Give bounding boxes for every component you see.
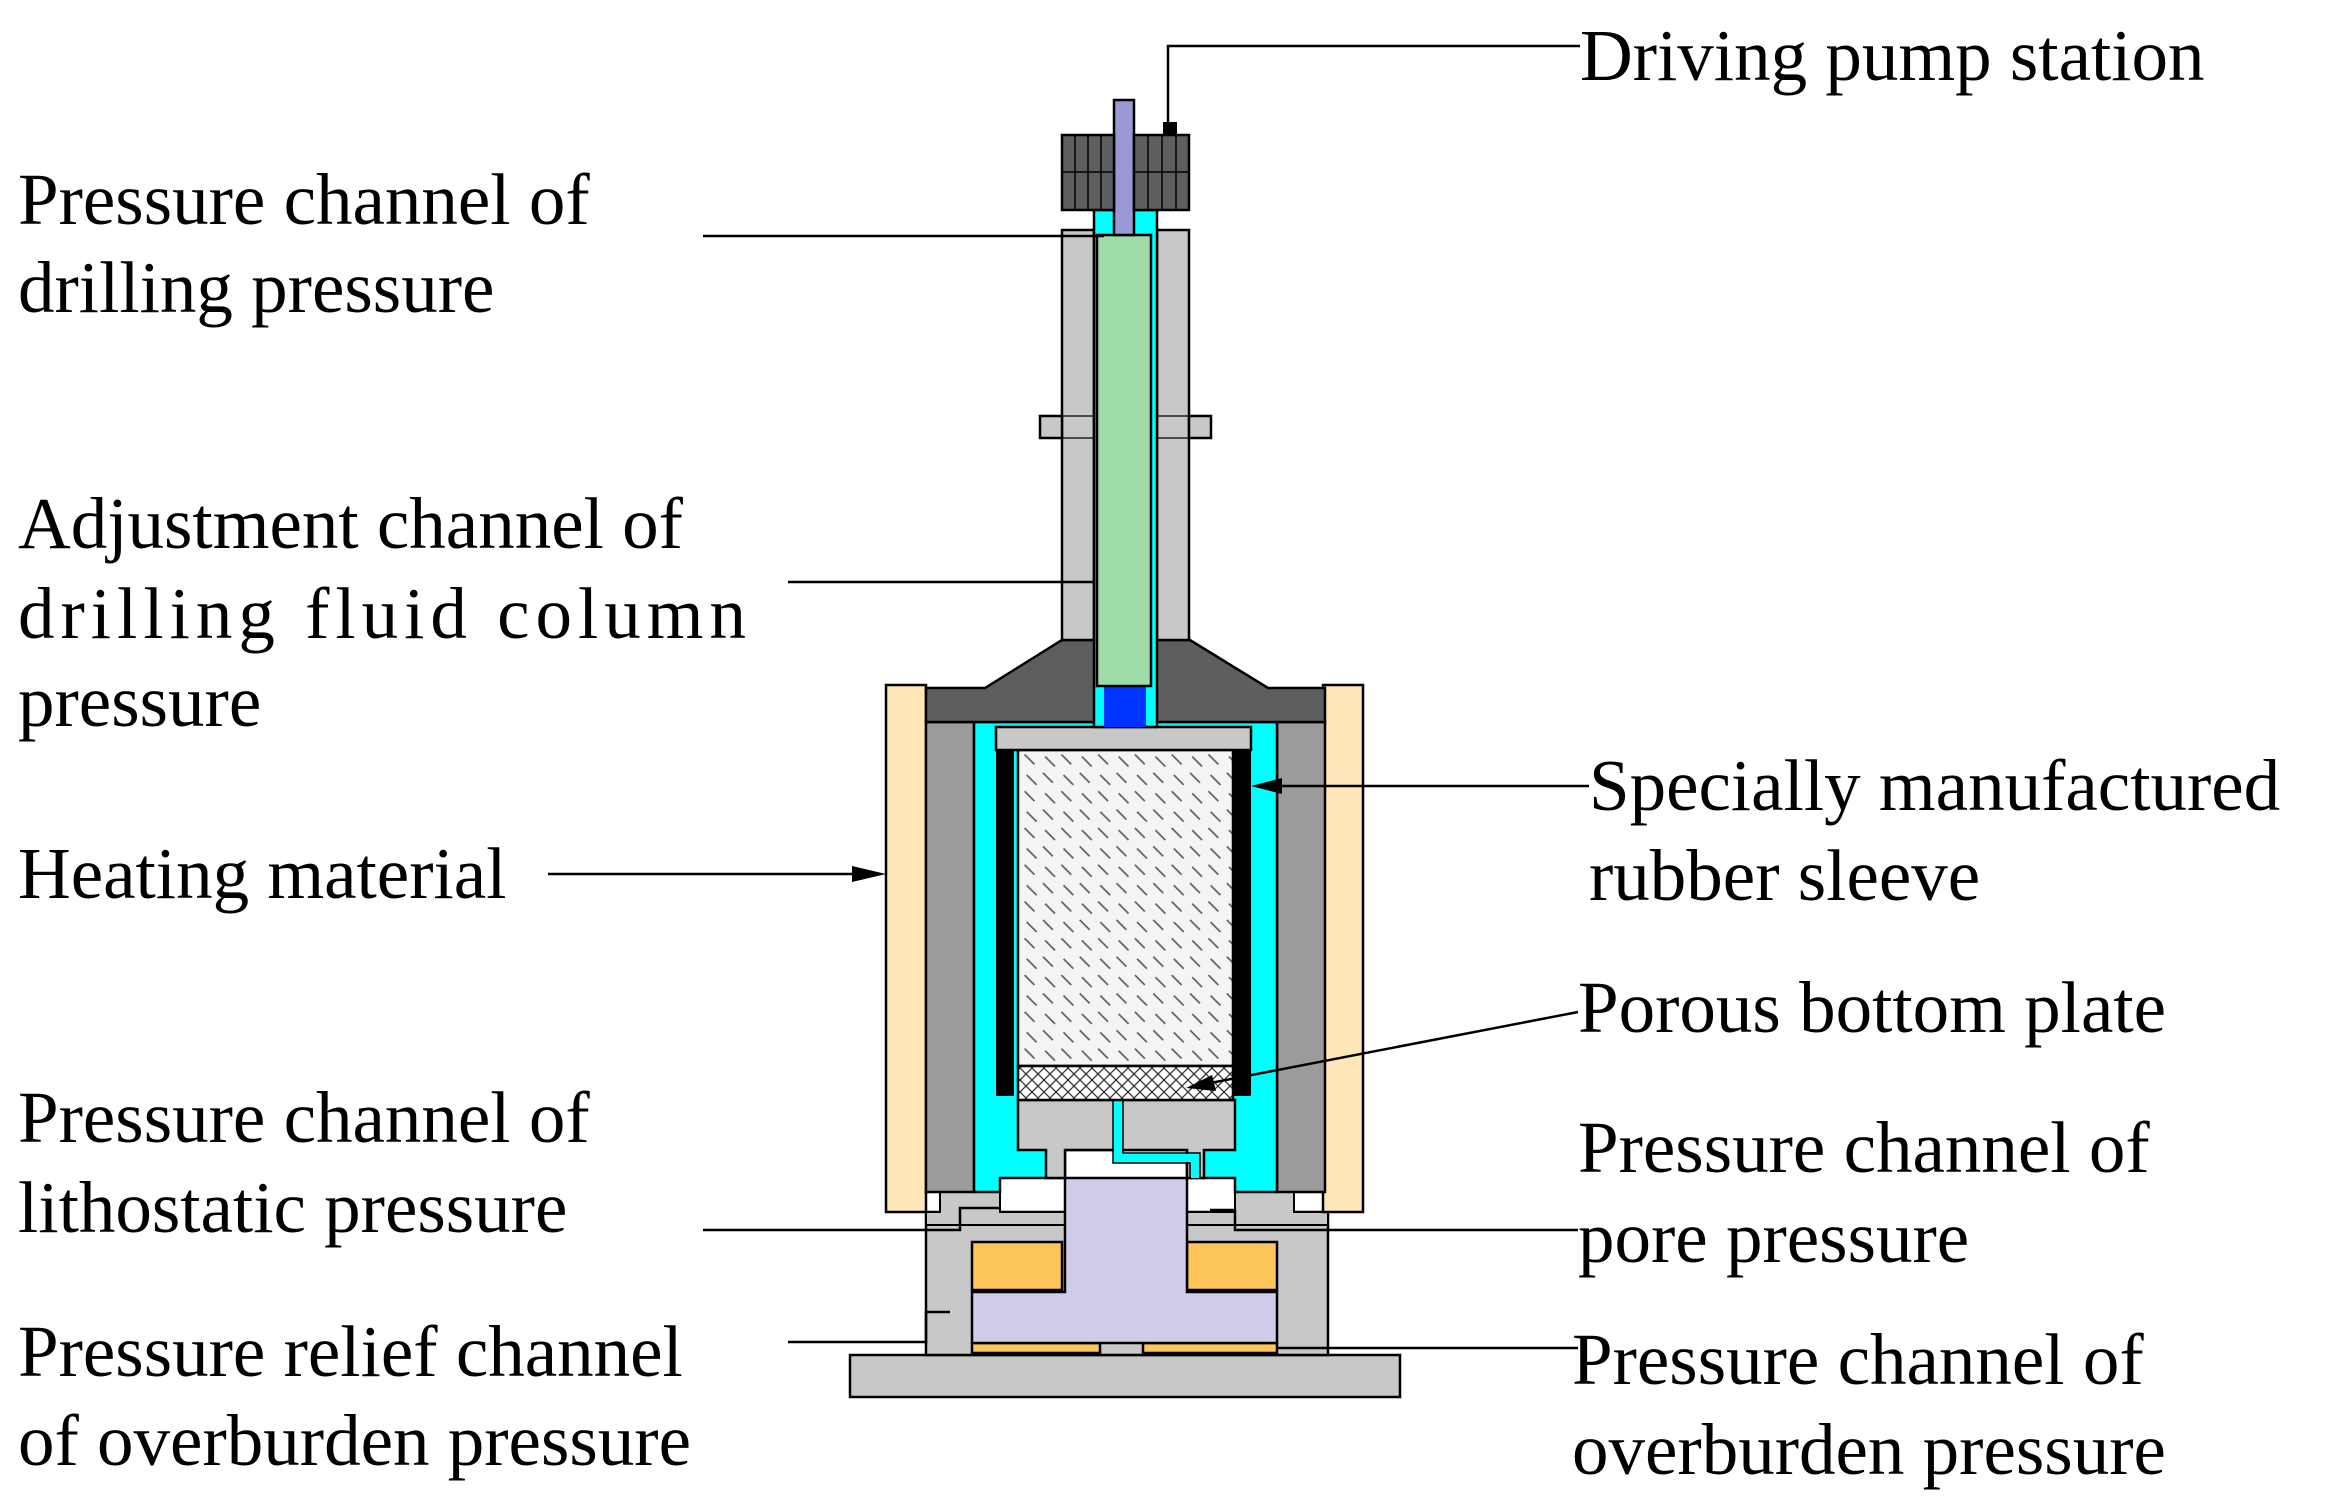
arrow-rubber-sleeve [1251,778,1282,794]
label-drilling-pressure-line1: Pressure channel of [18,159,590,240]
base-plate [848,1353,1402,1399]
heating-material-right [1321,683,1365,1214]
label-fluid-column-line2: drilling fluid column [18,573,746,654]
label-porous-bottom-plate: Porous bottom plate [1578,967,2166,1048]
label-lithostatic-line1: Pressure channel of [18,1077,590,1158]
label-lithostatic-line2: lithostatic pressure [18,1167,567,1248]
label-rubber-sleeve-line1: Specially manufactured [1589,745,2280,826]
pore-channel-edge [1112,1100,1191,1178]
pore-channel [1114,1100,1199,1178]
label-fluid-column-line3: pressure [18,661,261,742]
leader-pore-pressure [1210,1208,1578,1232]
label-overburden-pressure-line1: Pressure channel of [1572,1319,2144,1400]
rubber-sleeve-right [1233,750,1251,1096]
heating-material-left [884,683,928,1214]
label-pore-pressure-line1: Pressure channel of [1578,1107,2150,1188]
label-driving-pump-station: Driving pump station [1580,15,2205,96]
leader-porous-plate [1199,1010,1579,1087]
column-lug-right [1187,414,1213,440]
bottom-pedestal [1016,1098,1237,1180]
vessel-wall-left [924,720,976,1194]
leader-overburden-relief [788,1310,950,1344]
label-overburden-pressure-line2: overburden pressure [1572,1409,2166,1490]
leader-lithostatic [703,1206,1000,1232]
upper-column-right [1155,228,1191,642]
pump-port [1163,122,1177,135]
column-lug-left [1038,414,1064,440]
lower-gold-plate-right [1141,1341,1279,1355]
pore-channel-edge-2 [1122,1100,1201,1178]
upper-gold-plate-left [970,1240,1064,1292]
top-nut-left [1060,133,1116,212]
lower-gold-plate-left [970,1341,1102,1355]
rock-sample [1016,748,1235,1068]
upper-gold-plate-right [1185,1240,1279,1292]
drilling-piston [1095,233,1153,688]
label-drilling-pressure-line2: drilling pressure [18,247,494,328]
label-fluid-column-line1: Adjustment channel of [18,483,684,564]
rubber-sleeve-left [996,750,1014,1096]
fluid-passage [1104,686,1146,727]
arrow-porous-plate [1186,1075,1216,1091]
label-pore-pressure-line2: pore pressure [1578,1197,1969,1278]
upper-column-left [1060,228,1096,642]
label-heating-material: Heating material [18,833,506,914]
bottom-insert [970,1176,1279,1345]
piston-rod [1112,98,1136,237]
arrow-heating-material [852,866,886,882]
label-overburden-relief-line1: Pressure relief channel [18,1311,683,1392]
label-rubber-sleeve-line2: rubber sleeve [1589,835,1980,916]
top-nut-right [1132,133,1191,212]
leader-driving-pump-station [1166,44,1580,122]
vessel-wall-right [1275,720,1327,1194]
label-overburden-relief-line2: of overburden pressure [18,1400,691,1481]
top-platen [994,725,1253,752]
